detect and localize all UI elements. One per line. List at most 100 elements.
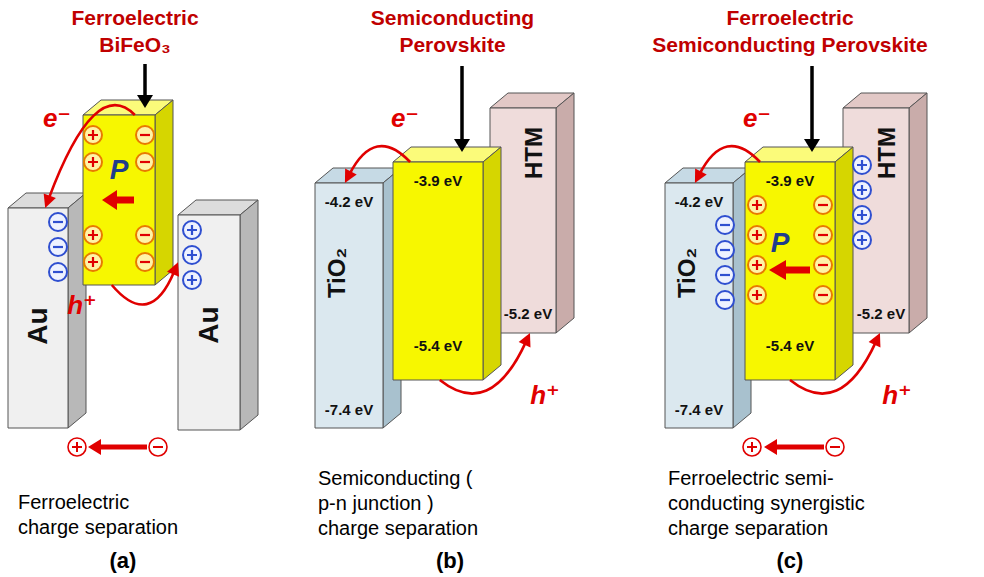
layer-label: TiO₂ [325, 248, 349, 298]
positive-charge [853, 206, 871, 224]
layer-label: TiO₂ [675, 248, 699, 298]
polarization-label: P [771, 229, 790, 257]
panel-title: Ferroelectric Semiconducting Perovskite [646, 4, 934, 58]
electrode-block: Au [8, 208, 68, 428]
layer-side [835, 147, 853, 380]
positive-charge [853, 156, 871, 174]
negative-charge [814, 256, 832, 274]
layer-front [393, 162, 483, 380]
negative-charge [814, 196, 832, 214]
positive-charge [84, 226, 102, 244]
energy-level: -5.2 eV [504, 306, 552, 321]
negative-charge [814, 286, 832, 304]
positive-charge [84, 126, 102, 144]
carrier-label: e⁻ [43, 105, 71, 131]
field-arrow [776, 445, 824, 450]
positive-charge [183, 246, 201, 264]
carrier-label: e⁻ [743, 105, 771, 131]
panel-caption: Ferroelectric semi-conducting synergisti… [668, 466, 873, 541]
energy-level: -3.9 eV [414, 173, 462, 188]
curved-arrow [112, 272, 174, 305]
polarization-arrowhead [102, 190, 117, 210]
negative-charge [49, 263, 67, 281]
perovskite-layer: -3.9 eV -5.4 eV [393, 162, 483, 380]
negative-charge [716, 291, 734, 309]
electrode-label: Au [24, 307, 52, 344]
layer-label: HTM [522, 127, 546, 179]
carrier-label: h⁺ [882, 382, 912, 408]
carrier-label: e⁻ [391, 105, 419, 131]
layer-side [909, 93, 927, 333]
layer-side [556, 93, 574, 333]
block-front [178, 215, 240, 430]
positive-charge [748, 256, 766, 274]
positive-charge [84, 153, 102, 171]
panel-caption: Ferroelectric charge separation [18, 490, 190, 540]
arrowhead [44, 194, 56, 208]
polarization-arrowhead [769, 260, 786, 280]
arrowhead [695, 168, 707, 183]
negative-charge [716, 216, 734, 234]
positive-charge [748, 196, 766, 214]
electron-transfer [44, 105, 135, 208]
positive-charge [748, 286, 766, 304]
hole-transfer [112, 262, 179, 304]
electrode-label: Au [195, 306, 223, 343]
electron-transfer [345, 146, 410, 183]
negative-charge [136, 126, 154, 144]
polarization-label: P [110, 156, 129, 184]
field-arrow [100, 445, 147, 450]
tio2-layer: -4.2 eVTiO₂-7.4 eV [665, 183, 733, 428]
energy-level: -5.4 eV [414, 338, 462, 353]
positive-charge [183, 221, 201, 239]
negative-charge [136, 253, 154, 271]
energy-level: -4.2 eV [675, 194, 723, 209]
panel-title: Ferroelectric BiFeO₃ [60, 4, 210, 58]
block-front [8, 208, 68, 428]
energy-level: -5.4 eV [766, 338, 814, 353]
block-side [155, 100, 173, 285]
light-arrowhead [804, 139, 820, 152]
ferroelectric-block: P [83, 115, 155, 285]
panel-letter: (a) [93, 549, 153, 573]
perovskite-layer: -3.9 eV P -5.4 eV [745, 162, 835, 380]
positive-charge [743, 438, 761, 456]
negative-charge [136, 153, 154, 171]
curved-arrow [350, 146, 411, 174]
panel-title: Semiconducting Perovskite [365, 4, 540, 58]
layer-front [665, 183, 733, 428]
layer-front [315, 183, 383, 428]
positive-charge [68, 438, 86, 456]
negative-charge [814, 226, 832, 244]
carrier-label: h⁺ [67, 292, 97, 318]
tio2-layer: -4.2 eVTiO₂-7.4 eV [315, 183, 383, 428]
arrowhead [167, 262, 179, 276]
positive-charge [748, 226, 766, 244]
negative-charge [136, 226, 154, 244]
energy-level: -4.2 eV [325, 194, 373, 209]
htm-layer: HTM -5.2 eV [490, 108, 556, 333]
polarization-arrow [783, 267, 810, 274]
positive-charge [183, 271, 201, 289]
field-arrowhead [764, 439, 777, 455]
carrier-label: h⁺ [530, 382, 560, 408]
light-arrow [810, 66, 814, 140]
electrode-block: Au [178, 215, 240, 430]
arrowhead [519, 333, 531, 348]
block-side [240, 200, 258, 430]
electron-transfer [695, 146, 760, 183]
negative-charge [49, 238, 67, 256]
layer-side [483, 147, 501, 380]
panel-letter: (c) [760, 549, 820, 573]
positive-charge [853, 231, 871, 249]
curved-arrow [700, 146, 761, 174]
energy-level: -3.9 eV [766, 173, 814, 188]
negative-charge [149, 438, 167, 456]
negative-charge [716, 266, 734, 284]
panel-caption: Semiconducting ( p-n junction ) charge s… [318, 466, 490, 541]
layer-front [745, 162, 835, 380]
light-arrowhead [454, 139, 470, 152]
negative-charge [716, 241, 734, 259]
